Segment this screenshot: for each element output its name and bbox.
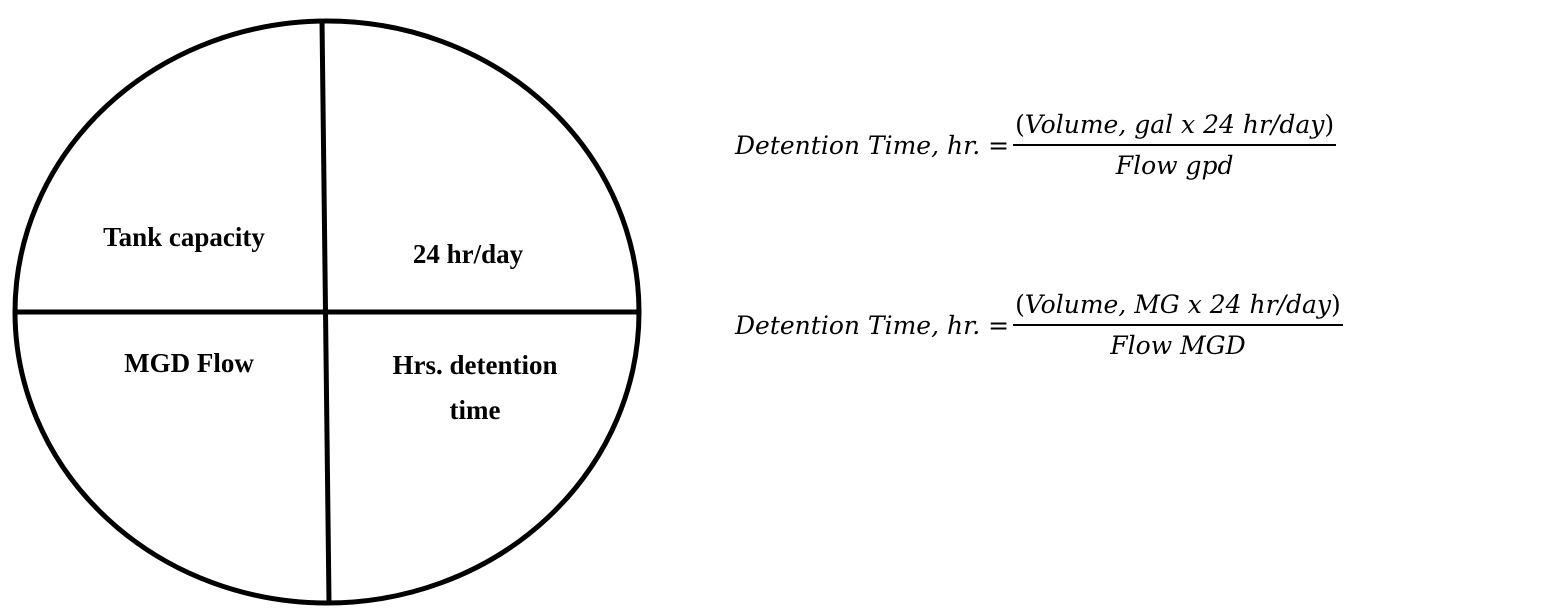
formula-numerator: (Volume, gal x 24 hr/day) xyxy=(1013,110,1337,146)
detention-time-circle-diagram: Tank capacity 24 hr/day MGD Flow Hrs. de… xyxy=(12,18,642,606)
quadrant-label-24-hr-day: 24 hr/day xyxy=(413,239,524,269)
open-paren: ( xyxy=(1015,110,1025,139)
quadrant-label-time: time xyxy=(450,395,501,425)
close-paren: ) xyxy=(1331,290,1341,319)
numerator-text: Volume, gal x 24 hr/day xyxy=(1024,110,1325,139)
formula-denominator: Flow MGD xyxy=(1110,331,1246,360)
formula-gallons: Detention Time, hr. = (Volume, gal x 24 … xyxy=(735,110,1337,180)
open-paren: ( xyxy=(1015,290,1025,319)
close-paren: ) xyxy=(1324,110,1335,139)
formula-million-gallons: Detention Time, hr. = (Volume, MG x 24 h… xyxy=(735,290,1343,360)
quadrant-label-hrs-detention: Hrs. detention xyxy=(393,350,558,380)
quadrant-label-tank-capacity: Tank capacity xyxy=(103,222,265,252)
formula-denominator: Flow gpd xyxy=(1115,151,1234,180)
formula-lhs: Detention Time, hr. = xyxy=(735,310,1010,340)
formula-numerator: (Volume, MG x 24 hr/day) xyxy=(1013,290,1343,326)
numerator-text: Volume, MG x 24 hr/day xyxy=(1024,290,1332,319)
formula-fraction: (Volume, MG x 24 hr/day) Flow MGD xyxy=(1013,290,1343,360)
formula-lhs: Detention Time, hr. = xyxy=(735,130,1010,160)
formula-fraction: (Volume, gal x 24 hr/day) Flow gpd xyxy=(1013,110,1337,180)
quadrant-label-mgd-flow: MGD Flow xyxy=(124,348,254,378)
